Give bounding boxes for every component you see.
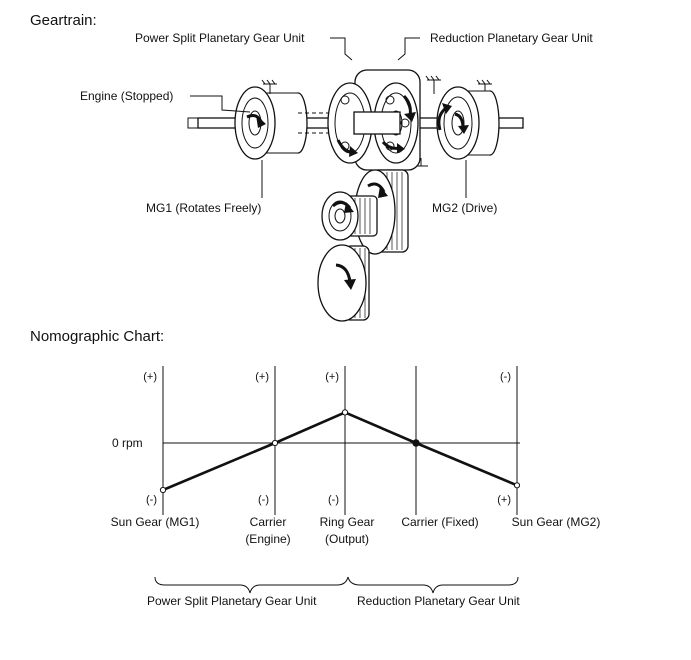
- reduction-brace: [347, 576, 519, 594]
- geartrain-heading: Geartrain:: [30, 12, 97, 29]
- axis-subname-1: (Engine): [245, 532, 290, 546]
- speed-node-4: [513, 482, 521, 489]
- axis-top-sign-4: (-): [500, 371, 511, 383]
- speed-line: [162, 410, 518, 492]
- axis-labels: (+) (-) Sun Gear (MG1) (+) (-) Carrier (Engine…: [111, 371, 601, 546]
- group-braces: [154, 576, 519, 594]
- axis-bottom-sign-1: (-): [258, 494, 269, 506]
- axis-top-sign-1: (+): [255, 371, 269, 383]
- geartrain-leaders: [190, 37, 467, 198]
- axis-name-4: Sun Gear (MG2): [512, 515, 601, 529]
- mg2-motor: [436, 86, 500, 160]
- ground-symbols: [261, 75, 492, 168]
- speed-node-1: [271, 439, 279, 447]
- axis-name-2: Ring Gear: [320, 515, 375, 529]
- ring-gear-drum: [327, 69, 421, 171]
- axis-top-sign-0: (+): [143, 371, 157, 383]
- axis-name-1: Carrier: [250, 515, 287, 529]
- speed-nodes: [159, 409, 521, 494]
- mg1-label: MG1 (Rotates Freely): [146, 201, 261, 215]
- engine-label: Engine (Stopped): [80, 89, 173, 103]
- axis-top-sign-2: (+): [325, 371, 339, 383]
- geartrain-illustration: [187, 69, 524, 322]
- power-split-unit-label: Power Split Planetary Gear Unit: [135, 31, 305, 45]
- group-label-reduction: Reduction Planetary Gear Unit: [357, 594, 520, 608]
- nomograph-heading: Nomographic Chart:: [30, 328, 164, 345]
- axis-name-0: Sun Gear (MG1): [111, 515, 200, 529]
- speed-node-3: [412, 439, 420, 447]
- axis-bottom-sign-4: (+): [497, 494, 511, 506]
- speed-node-0: [159, 486, 167, 494]
- group-label-power-split: Power Split Planetary Gear Unit: [147, 594, 317, 608]
- axis-bottom-sign-2: (-): [328, 494, 339, 506]
- power-split-brace: [154, 576, 349, 594]
- engine-shaft-end: [187, 117, 200, 129]
- speed-node-2: [341, 409, 349, 416]
- zero-rpm-label: 0 rpm: [112, 436, 143, 450]
- nomographic-chart: 0 rpm (+)(-)Sun Gear (MG1)(+)(-)Carrier(…: [111, 366, 601, 546]
- reduction-unit-label: Reduction Planetary Gear Unit: [430, 31, 593, 45]
- nomograph-axes: [162, 366, 518, 515]
- axis-name-3: Carrier (Fixed): [401, 515, 478, 529]
- mg1-motor: [234, 86, 308, 160]
- axis-subname-2: (Output): [325, 532, 369, 546]
- counter-gears: [321, 169, 409, 255]
- output-gear: [317, 244, 370, 322]
- axis-bottom-sign-0: (-): [146, 494, 157, 506]
- mg2-label: MG2 (Drive): [432, 201, 497, 215]
